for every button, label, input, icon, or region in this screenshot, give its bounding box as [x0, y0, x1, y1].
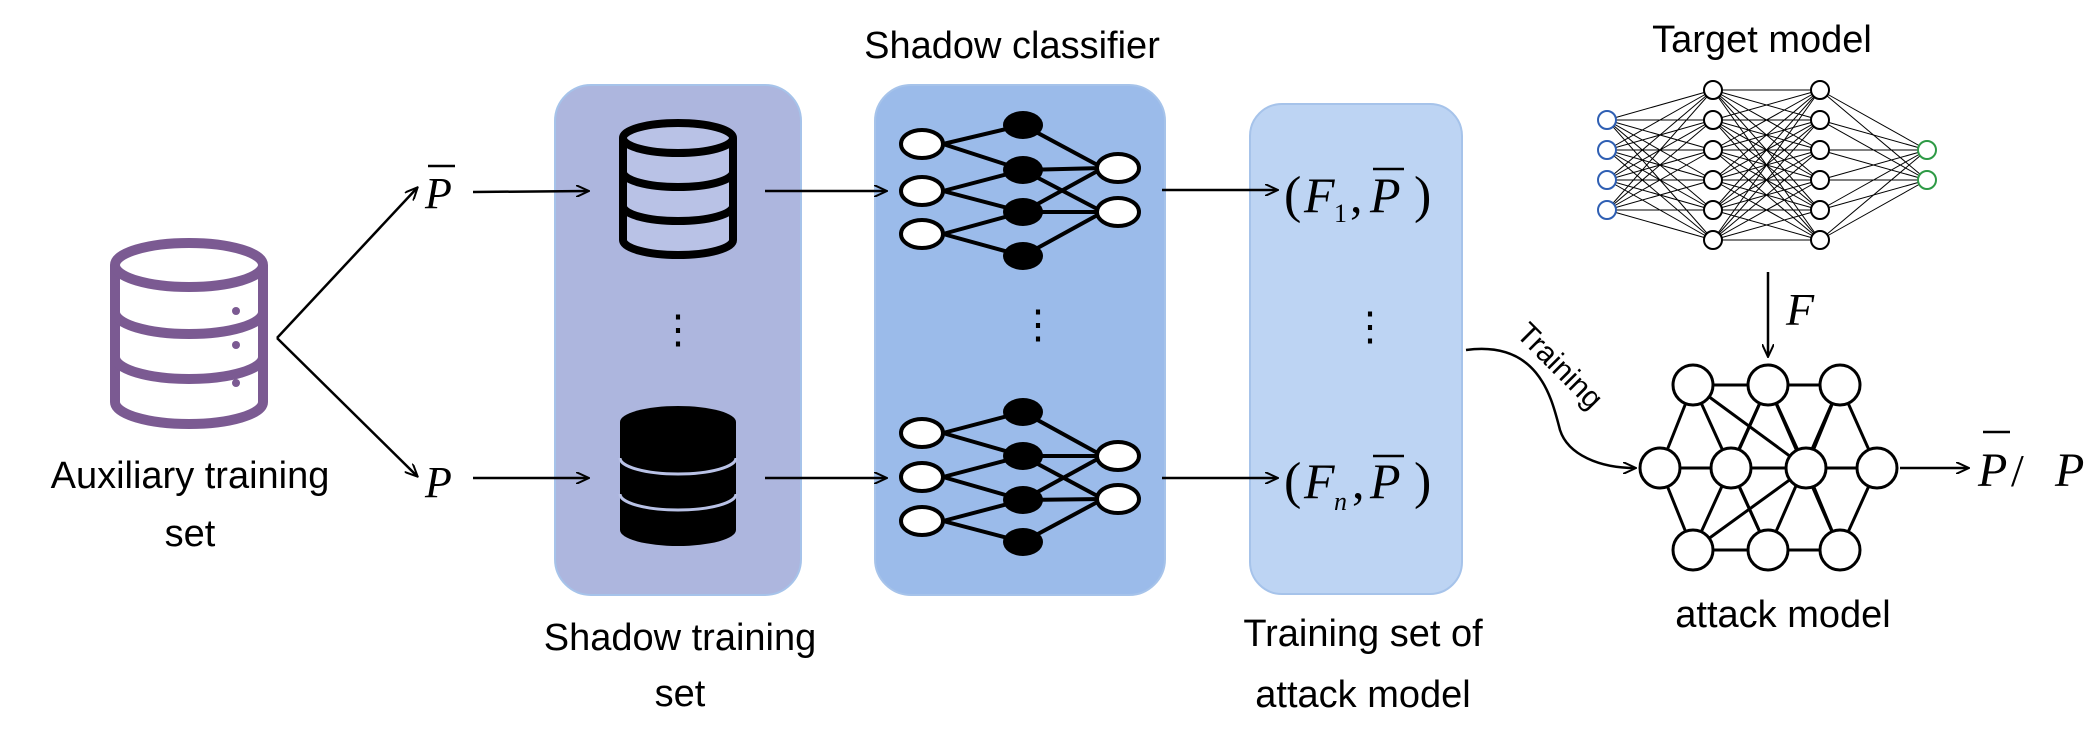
- target-model-edge: [1819, 149, 1928, 241]
- shadow-training-panel: [554, 84, 802, 596]
- shadow-training-label-line2: set: [655, 673, 706, 715]
- target-model-edge: [1819, 179, 1928, 241]
- target-model-edge: [1606, 209, 1714, 241]
- auxiliary-label-line1: Auxiliary training: [51, 455, 330, 497]
- svg-text:,: ,: [1352, 453, 1365, 509]
- shadow-database-top-icon: [619, 119, 737, 259]
- shadow-classifier-ellipsis: ⋮: [1018, 302, 1058, 347]
- training-curve-label: Training: [1510, 317, 1609, 416]
- training-set-label-line1: Training set of: [1243, 613, 1483, 655]
- target-model-edge: [1712, 209, 1821, 241]
- auxiliary-database-icon: [110, 238, 268, 429]
- split-arrow-down: [276, 337, 417, 476]
- output-label: P / P: [1977, 430, 2084, 497]
- svg-text:): ): [1414, 453, 1431, 510]
- p-label: P: [424, 458, 452, 507]
- target-model-title: Target model: [1652, 19, 1872, 61]
- training-curve-arrow: [1465, 347, 1635, 468]
- svg-text:F: F: [1303, 453, 1335, 509]
- svg-text:1: 1: [1334, 199, 1347, 228]
- target-model-edge: [1606, 149, 1714, 211]
- split-arrow-up: [276, 188, 417, 339]
- svg-text:,: ,: [1350, 167, 1363, 223]
- shadow-classifier-network-bottom: [899, 398, 1141, 556]
- shadow-training-label-line1: Shadow training: [544, 617, 817, 659]
- target-model-edge: [1712, 119, 1821, 241]
- svg-text:(: (: [1284, 453, 1301, 510]
- auxiliary-label-line2: set: [165, 513, 216, 555]
- target-model-edge: [1712, 89, 1821, 151]
- shadow-classifier-network-top: [899, 111, 1141, 270]
- target-model-edge: [1819, 149, 1928, 211]
- svg-text:/: /: [2011, 445, 2024, 496]
- svg-text:): ): [1414, 167, 1431, 224]
- target-model-edge: [1712, 179, 1821, 241]
- target-model-network: [1597, 80, 1937, 250]
- training-set-ellipsis: ⋮: [1350, 304, 1390, 349]
- attack-model-network: [1638, 363, 1899, 572]
- target-model-edge: [1712, 149, 1821, 241]
- training-set-label-line2: attack model: [1255, 674, 1470, 716]
- target-model-edge: [1606, 89, 1714, 121]
- pair-f1-pbar: ( F 1 , P ): [1284, 167, 1431, 228]
- target-model-edge: [1712, 89, 1821, 211]
- attack-model-title: attack model: [1675, 594, 1890, 636]
- target-model-edge: [1712, 89, 1821, 181]
- target-model-edge: [1606, 179, 1714, 211]
- target-model-edge: [1712, 89, 1821, 241]
- svg-text:F: F: [1303, 167, 1335, 223]
- f-label: F: [1785, 284, 1815, 335]
- svg-text:P: P: [2054, 444, 2084, 497]
- svg-text:(: (: [1284, 167, 1301, 224]
- pair-fn-pbar: ( F n , P ): [1284, 453, 1431, 516]
- target-model-edge: [1819, 89, 1928, 151]
- target-model-edge: [1712, 89, 1821, 121]
- target-model-edge: [1606, 89, 1714, 181]
- target-model-edge: [1606, 89, 1714, 211]
- shadow-database-bottom-icon: [618, 406, 738, 546]
- target-model-edge: [1819, 149, 1928, 181]
- svg-text:n: n: [1334, 487, 1347, 516]
- svg-text:P: P: [1977, 444, 2007, 497]
- p-bar-label: P: [424, 169, 452, 218]
- svg-text:P: P: [1369, 453, 1401, 509]
- svg-text:P: P: [1369, 167, 1401, 223]
- training-set-panel: [1249, 103, 1463, 595]
- target-model-edge: [1606, 89, 1714, 151]
- arrow-pbar-to-db: [472, 191, 588, 192]
- shadow-classifier-title: Shadow classifier: [864, 25, 1160, 67]
- shadow-training-ellipsis: ⋮: [658, 307, 698, 352]
- target-model-edge: [1606, 119, 1714, 211]
- target-model-edge: [1819, 119, 1928, 151]
- attack-model-edge: [1692, 466, 1807, 552]
